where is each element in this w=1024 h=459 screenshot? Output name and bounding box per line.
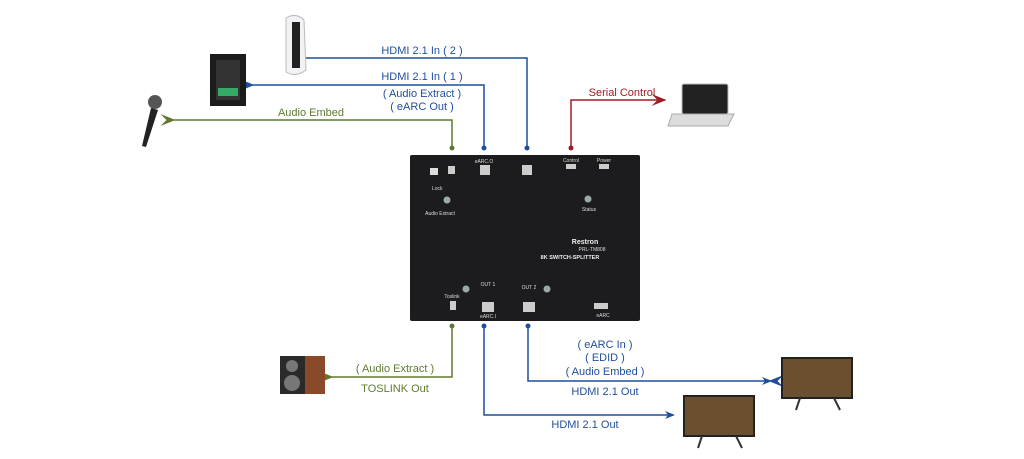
device-out1-label: OUT 1 [481,282,496,288]
device-lock-label: Lock [432,186,443,192]
line-toslink-out [318,323,455,383]
microphone-icon [142,95,162,147]
line-hdmi-out-1 [481,323,673,416]
line-hdmi-in-2 [288,52,530,151]
label-in1-earc-out: ( eARC Out ) [390,101,454,113]
label-in1-audio-extract: ( Audio Extract ) [383,88,461,100]
label-hdmi-out-1: HDMI 2.1 Out [551,419,618,431]
label-toslink-audio-extract: ( Audio Extract ) [356,363,434,375]
label-toslink-out: TOSLINK Out [361,383,429,395]
device-earc-o-label: eARC.O [475,159,494,165]
line-audio-embed [160,114,455,151]
device-status-label: Status [582,207,597,213]
device-control-label: Control [563,158,579,164]
label-hdmi-in-1: HDMI 2.1 In ( 1 ) [381,71,462,83]
device-model: PRL-TM808 [579,247,606,253]
laptop-icon [667,83,735,127]
device-earc-i-label: eARC.I [480,314,496,320]
device-toslink-label: Toslink [444,294,460,300]
line-serial-control [568,94,667,151]
line-hdmi-in-1 [239,79,487,151]
device-brand: Restron [572,239,598,246]
label-out2-audio-embed: ( Audio Embed ) [566,366,645,378]
game-console-icon [285,14,307,76]
line-hdmi-out-2 [525,323,784,387]
label-hdmi-in-2: HDMI 2.1 In ( 2 ) [381,45,462,57]
speaker-icon [280,356,325,394]
pc-tower-icon [210,54,246,106]
label-edid: ( EDID ) [585,352,625,364]
device-out2-label: OUT 2 [522,285,537,291]
monitor-icon [781,357,853,411]
switch-splitter-device: Audio Extract Status Control Power eARC.… [410,155,640,321]
monitor-icon [683,395,755,449]
device-audio-extract-label: Audio Extract [425,211,455,217]
label-audio-embed: Audio Embed [278,107,344,119]
arrow-head [665,411,675,419]
device-power-label: Power [597,158,612,164]
arrow-head [762,377,772,385]
device-earc-label: eARC [596,313,610,319]
label-earc-in: ( eARC In ) [577,339,632,351]
label-serial-control: Serial Control [589,87,656,99]
label-hdmi-out-2: HDMI 2.1 Out [571,386,638,398]
device-product-name: 8K SWITCH-SPLITTER [541,255,600,261]
